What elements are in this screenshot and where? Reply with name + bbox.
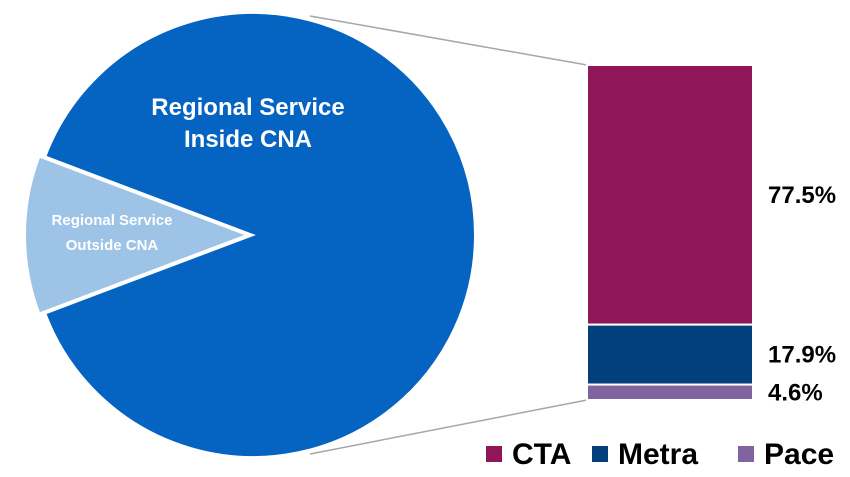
legend-label-metra: Metra bbox=[618, 438, 698, 471]
pie-slice-outside-cna bbox=[24, 155, 250, 315]
data-label-pace: 4.6% bbox=[768, 379, 823, 406]
pie-label-outside-cna-2: Outside CNA bbox=[66, 237, 159, 254]
connector-line-top bbox=[309, 15, 588, 66]
pie-slice-inside-cna bbox=[44, 12, 476, 458]
legend-swatch-cta bbox=[486, 446, 502, 462]
pie-label-inside-cna-1: Regional Service bbox=[151, 94, 344, 121]
connector-lines bbox=[309, 15, 588, 455]
bar-segment-metra bbox=[586, 323, 754, 386]
connector-line-bottom bbox=[309, 399, 588, 455]
legend: CTA Metra Pace bbox=[486, 438, 834, 471]
legend-swatch-metra bbox=[592, 446, 608, 462]
legend-swatch-pace bbox=[738, 446, 754, 462]
data-label-cta: 77.5% bbox=[768, 182, 836, 209]
legend-label-pace: Pace bbox=[764, 438, 834, 471]
stacked-bar: 77.5% 17.9% 4.6% bbox=[586, 64, 836, 406]
legend-label-cta: CTA bbox=[512, 438, 571, 471]
data-label-metra: 17.9% bbox=[768, 342, 836, 369]
bar-segment-pace bbox=[586, 383, 754, 401]
bar-segment-cta bbox=[586, 64, 754, 326]
pie-label-inside-cna-2: Inside CNA bbox=[184, 126, 312, 153]
pie-label-outside-cna-1: Regional Service bbox=[52, 212, 173, 229]
